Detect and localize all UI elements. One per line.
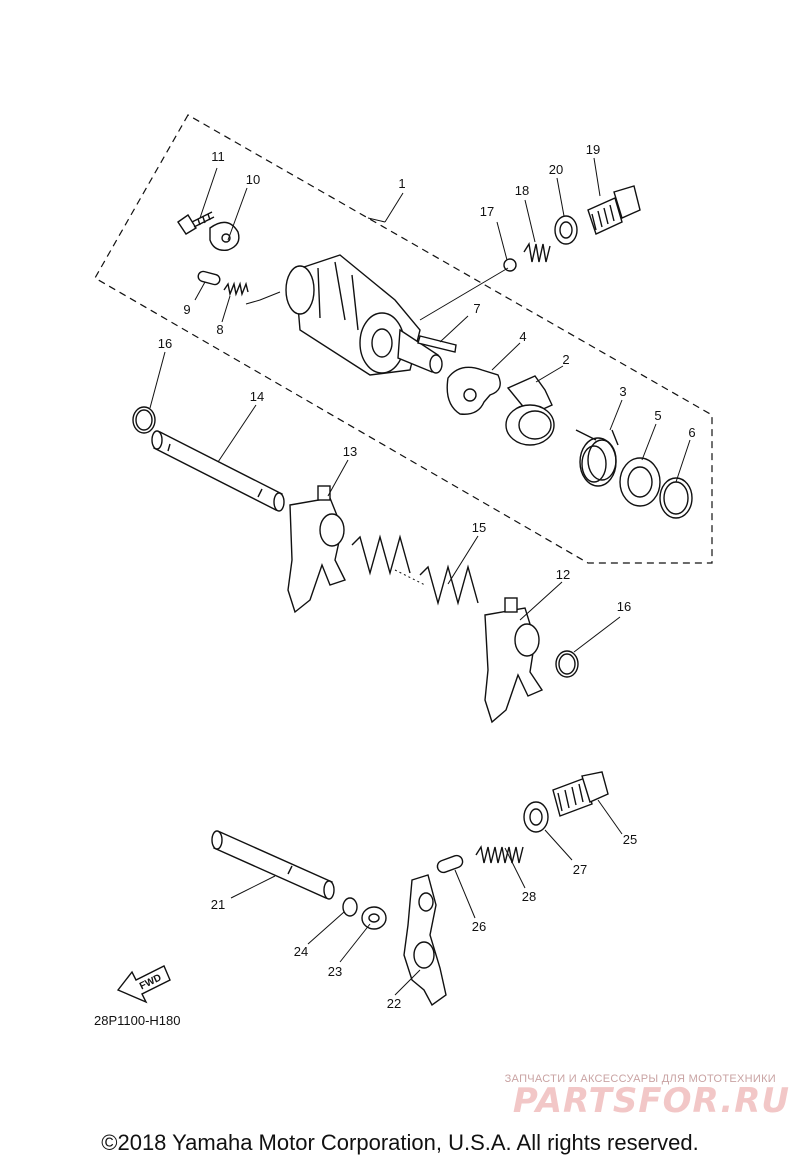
callout-22: 22 [387,996,401,1011]
fwd-arrow-icon [116,965,171,1004]
callout-28: 28 [522,889,536,904]
callout-2: 2 [562,352,569,367]
plate-10[interactable] [209,221,240,251]
callout-6: 6 [688,425,695,440]
spring-8[interactable] [223,281,249,297]
callout-15: 15 [472,520,486,535]
spring-18[interactable] [523,242,551,263]
washer-5[interactable] [619,457,661,507]
callout-13: 13 [343,444,357,459]
callout-23: 23 [328,964,342,979]
callout-12: 12 [556,567,570,582]
callout-17: 17 [480,204,494,219]
callout-8: 8 [216,322,223,337]
callout-18: 18 [515,183,529,198]
callout-24: 24 [294,944,308,959]
circlip-24[interactable] [342,897,358,917]
callout-16-top: 16 [158,336,172,351]
washer-27[interactable] [523,801,549,833]
callout-16-right: 16 [617,599,631,614]
callout-19: 19 [586,142,600,157]
shift-drum[interactable] [285,254,443,376]
watermark-tagline: ЗАПЧАСТИ И АКСЕССУАРЫ ДЛЯ МОТОТЕХНИКИ [505,1073,776,1085]
copyright-footer: ©2018 Yamaha Motor Corporation, U.S.A. A… [101,1130,698,1155]
pin-9[interactable] [197,270,221,286]
segment-2[interactable] [505,375,555,446]
callout-5: 5 [654,408,661,423]
callout-14: 14 [250,389,264,404]
screw-11[interactable] [177,211,215,235]
circlip-16-right[interactable] [555,650,579,678]
pin-7[interactable] [417,335,457,353]
callout-26: 26 [472,919,486,934]
spring-15[interactable] [351,534,479,606]
callout-11: 11 [211,149,225,164]
plate-4[interactable] [446,366,501,415]
pin-26[interactable] [436,854,465,874]
callout-4: 4 [519,329,526,344]
shaft-21[interactable] [211,830,335,900]
torsion-spring-3[interactable] [575,429,619,487]
leader-lines [149,157,691,996]
washer-20[interactable] [554,215,578,245]
plug-19[interactable] [587,185,641,235]
callout-10: 10 [246,172,260,187]
callout-27: 27 [573,862,587,877]
assembly-boundary [94,114,713,564]
washer-23[interactable] [361,906,387,930]
callout-7: 7 [473,301,480,316]
callout-9: 9 [183,302,190,317]
callout-25: 25 [623,832,637,847]
guide-bar-14[interactable] [151,430,285,512]
callout-20: 20 [549,162,563,177]
shift-fork-12[interactable] [484,597,544,724]
circlip-16-top[interactable] [132,406,156,434]
spring-28[interactable] [475,845,524,864]
ball-17[interactable] [503,258,517,272]
plug-25[interactable] [552,771,609,817]
lever-22[interactable] [403,874,447,1007]
callout-3: 3 [619,384,626,399]
circlip-6[interactable] [659,477,693,519]
callout-21: 21 [211,897,225,912]
diagram-code: 28P1100-H180 [94,1013,181,1028]
callout-1: 1 [398,176,405,191]
watermark-brand: PARTSFOR.RU [513,1081,790,1121]
shift-fork-13[interactable] [287,485,346,614]
